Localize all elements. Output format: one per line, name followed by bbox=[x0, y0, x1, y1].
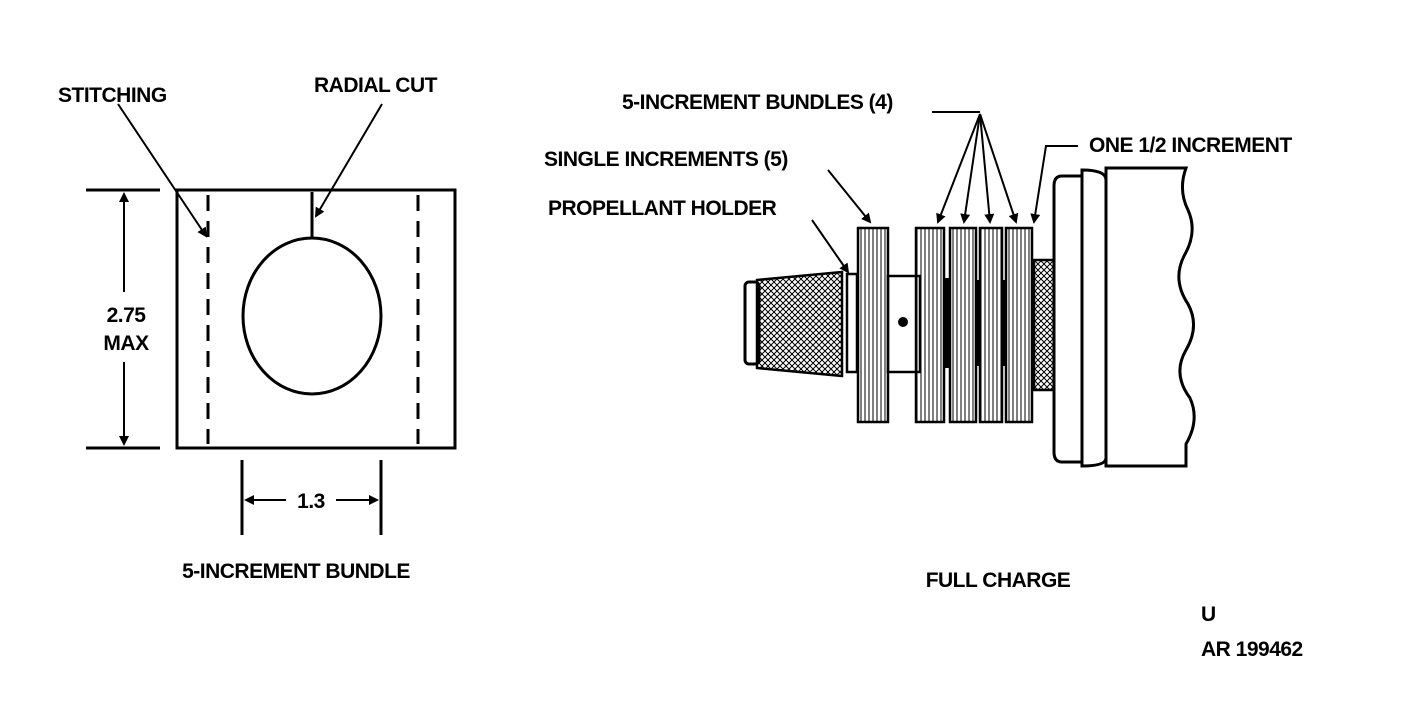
increment-bundle-1 bbox=[914, 226, 946, 424]
case-body bbox=[1104, 166, 1196, 468]
bundles-arrow-3 bbox=[979, 113, 995, 224]
bundle-gap-mark-1 bbox=[944, 278, 950, 368]
charge-figure: 5-INCREMENT BUNDLES (4) ONE 1/2 INCREMEN… bbox=[544, 91, 1293, 592]
caption-bundle: 5-INCREMENT BUNDLE bbox=[182, 560, 410, 583]
increment-bundle-2 bbox=[948, 226, 978, 424]
bundle-outline bbox=[175, 188, 457, 450]
center-hole bbox=[241, 236, 383, 396]
label-width-value: 1.3 bbox=[297, 490, 325, 513]
radial-cut-leader bbox=[314, 103, 383, 218]
label-propellant-holder: PROPELLANT HOLDER bbox=[548, 197, 777, 220]
label-half-increment: ONE 1/2 INCREMENT bbox=[1089, 134, 1292, 157]
half-increment-leader bbox=[1030, 145, 1078, 224]
label-height-value: 2.75 bbox=[107, 304, 147, 327]
propellant-holder-ring bbox=[845, 272, 859, 374]
central-tube bbox=[886, 274, 922, 374]
increment-bundle-4 bbox=[1004, 226, 1034, 424]
bundles-arrow-4 bbox=[979, 113, 1019, 224]
tube-hole bbox=[898, 317, 908, 327]
bundle-gap-mark-3 bbox=[1002, 280, 1006, 366]
bundle-gap-mark-2 bbox=[976, 280, 980, 366]
stitching-leader bbox=[117, 103, 208, 238]
caption-full-charge: FULL CHARGE bbox=[926, 569, 1071, 592]
case-rim-right bbox=[1080, 168, 1108, 468]
single-increments-leader bbox=[827, 169, 872, 224]
label-height-unit: MAX bbox=[103, 332, 149, 355]
label-bundles: 5-INCREMENT BUNDLES (4) bbox=[622, 91, 893, 114]
label-radial-cut: RADIAL CUT bbox=[314, 74, 438, 97]
label-stitching: STITCHING bbox=[58, 84, 167, 107]
propellant-holder-leader bbox=[811, 219, 850, 274]
increment-bundle-3 bbox=[978, 226, 1004, 424]
reference-line-2: AR 199462 bbox=[1201, 638, 1303, 661]
knurled-cap bbox=[755, 270, 844, 378]
reference-line-1: U bbox=[1201, 603, 1216, 626]
bundle-figure: STITCHING RADIAL CUT 2.75 MAX 1.3 5-INCR… bbox=[58, 74, 457, 583]
case-rim-left bbox=[1052, 174, 1084, 464]
label-single-increments: SINGLE INCREMENTS (5) bbox=[544, 148, 788, 171]
bundles-arrow-2 bbox=[960, 113, 981, 224]
single-increments-stack bbox=[856, 226, 890, 424]
bundles-arrow-1 bbox=[936, 113, 981, 224]
